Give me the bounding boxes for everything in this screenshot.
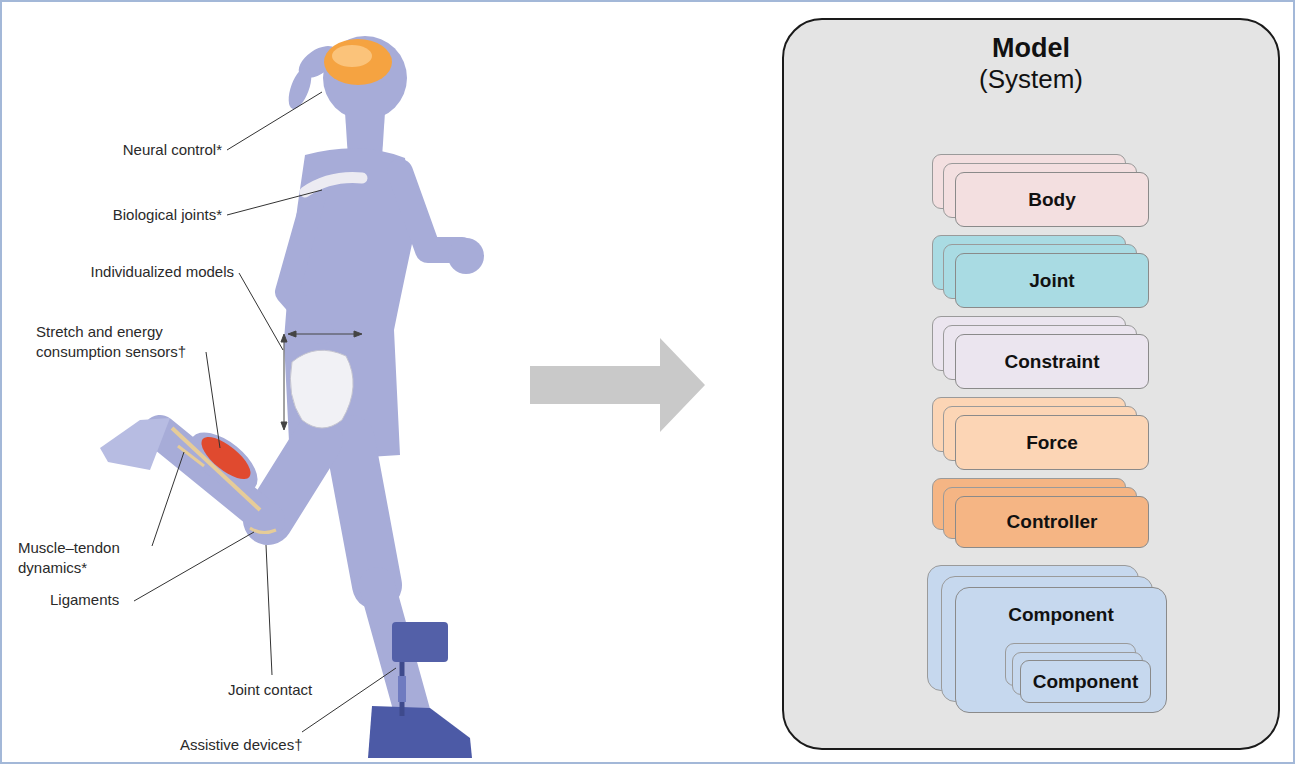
leader-lines: [134, 92, 396, 732]
class-box: Force: [955, 415, 1149, 470]
dimension-arrows: [281, 331, 362, 430]
brain-highlight: [332, 45, 372, 67]
class-box: Controller: [955, 496, 1149, 548]
muscle: [195, 430, 257, 486]
box-label: Controller: [1007, 511, 1098, 533]
callout-label: Muscle–tendon dynamics*: [18, 538, 150, 577]
shoulder-bone: [305, 178, 362, 192]
callout-label: Individualized models: [30, 262, 234, 282]
group-box: ComponentComponent: [955, 587, 1167, 713]
class-box: Joint: [955, 253, 1149, 308]
box-label: Component: [1008, 604, 1114, 625]
brain: [324, 39, 392, 85]
callout-label: Joint contact: [228, 680, 348, 700]
class-box: Component: [1020, 660, 1152, 703]
transform-arrow: [530, 338, 705, 432]
callout-label: Ligaments: [50, 590, 170, 610]
callout-label: Neural control*: [40, 140, 222, 160]
box-label: Body: [1028, 189, 1076, 211]
tendon: [178, 446, 204, 466]
box-label: Joint: [1029, 270, 1074, 292]
callout-label: Biological joints*: [30, 205, 222, 225]
callout-label: Stretch and energy consumption sensors†: [36, 322, 201, 361]
shank-bone: [172, 428, 260, 510]
box-label: Constraint: [1005, 351, 1100, 373]
class-box: Body: [955, 172, 1149, 227]
callout-label: Assistive devices†: [180, 735, 340, 755]
class-box: Constraint: [955, 334, 1149, 389]
ankle-brace: [392, 622, 448, 716]
pelvis-bone: [290, 350, 353, 428]
panel-title: Model: [784, 32, 1278, 64]
panel-subtitle: (System): [784, 64, 1278, 95]
system-panel: Model(System) BodyJointConstraintForceCon…: [782, 18, 1280, 750]
box-label: Force: [1026, 432, 1078, 454]
box-label: Component: [1033, 671, 1139, 693]
